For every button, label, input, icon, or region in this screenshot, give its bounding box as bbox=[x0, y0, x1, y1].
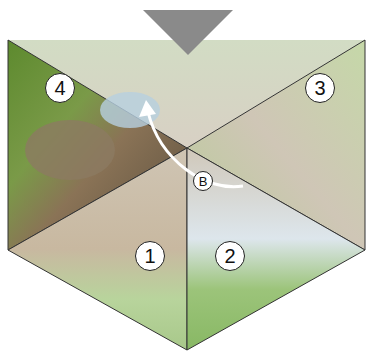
callout-number: 1 bbox=[135, 241, 165, 271]
arrow-head bbox=[139, 100, 156, 117]
callout-number: B bbox=[193, 171, 213, 191]
callout-number: 2 bbox=[215, 241, 245, 271]
callout-number: 4 bbox=[45, 73, 75, 103]
tree-bark bbox=[25, 120, 115, 180]
panel-one bbox=[8, 148, 187, 350]
panel-two bbox=[187, 148, 365, 350]
callout-number: 3 bbox=[305, 73, 335, 103]
view-pointer bbox=[143, 10, 233, 55]
